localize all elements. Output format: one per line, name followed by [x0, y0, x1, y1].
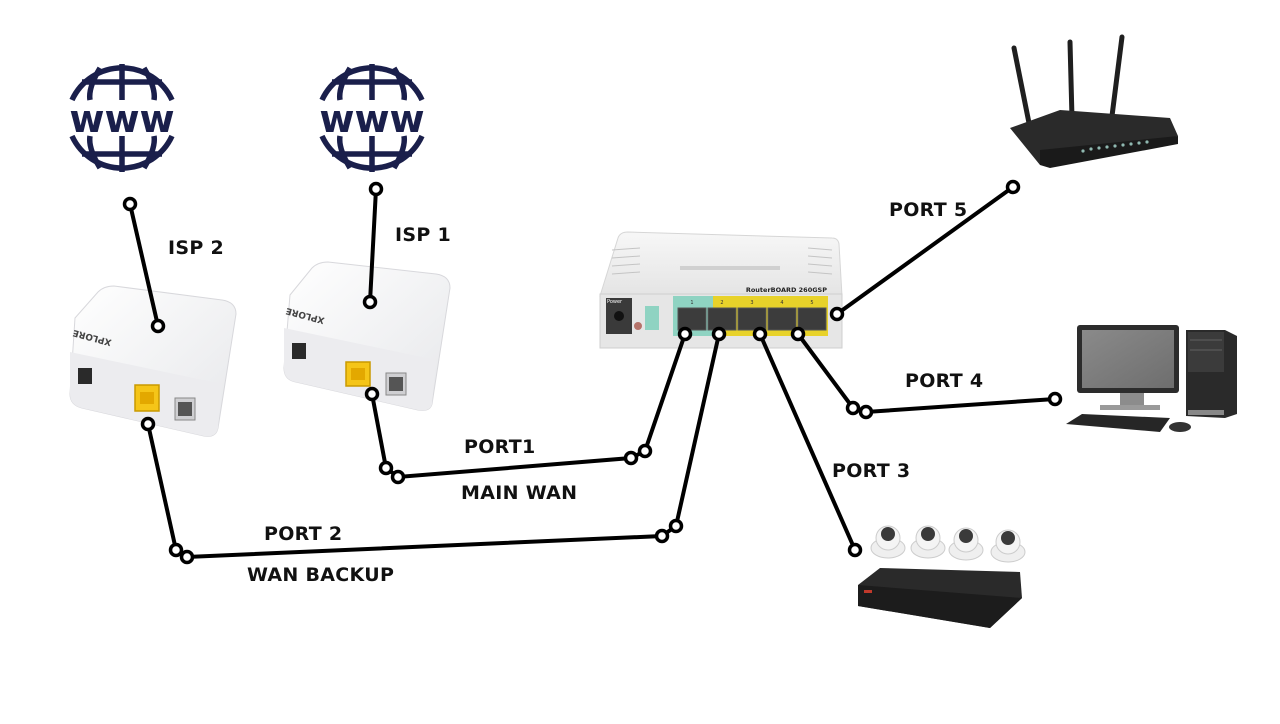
link-port1-main-wan [370, 332, 687, 480]
onu-modem-icon: XPLORE [69, 285, 237, 437]
connector-dot [122, 196, 138, 212]
port-number: 2 [720, 300, 723, 306]
connector-dot [677, 326, 693, 342]
connector-dot [790, 326, 806, 342]
port-number: 4 [780, 300, 783, 306]
connector-dot [668, 518, 684, 534]
connector-dot [847, 542, 863, 558]
connector-dot [368, 181, 384, 197]
connector-dot [390, 469, 406, 485]
switch-power-label: Power [607, 299, 623, 305]
desktop-computer-icon [1066, 325, 1237, 432]
port-number: 1 [690, 300, 693, 306]
connector-dot [140, 416, 156, 432]
connector-nodes [122, 179, 1063, 565]
link-port3 [758, 332, 857, 552]
label-port1: PORT1 [464, 436, 536, 458]
label-isp2: ISP 2 [168, 237, 225, 259]
connector-dot [623, 450, 639, 466]
globe-icon: www [69, 64, 175, 172]
label-port3: PORT 3 [832, 460, 911, 482]
link-port5 [835, 185, 1015, 316]
connector-dot [364, 386, 380, 402]
link-isp1 [368, 187, 378, 304]
connector-dot [1047, 391, 1063, 407]
connector-dot [829, 306, 845, 322]
label-wan-backup: WAN BACKUP [247, 564, 395, 586]
connector-dot [637, 443, 653, 459]
port-number: 3 [750, 300, 753, 306]
onu-modem-icon: XPLORE [283, 261, 451, 411]
port-number: 5 [810, 300, 813, 306]
camera-icon [910, 525, 946, 559]
camera-icon [948, 527, 984, 561]
camera-icon [870, 525, 906, 559]
connector-dot [168, 542, 184, 558]
link-isp2 [128, 202, 160, 328]
connector-dot [752, 326, 768, 342]
connector-dot [362, 294, 378, 310]
connector-dot [150, 318, 166, 334]
connector-dot [654, 528, 670, 544]
label-port2: PORT 2 [264, 523, 343, 545]
connector-dot [378, 460, 394, 476]
www-text: www [69, 97, 174, 141]
connector-dot [858, 404, 874, 420]
label-isp1: ISP 1 [395, 224, 452, 246]
router-switch-icon: RouterBOARD 260GSP Power 1 2 3 4 5 [599, 231, 843, 349]
www-text: www [319, 97, 424, 141]
label-port4: PORT 4 [905, 370, 984, 392]
switch-model: RouterBOARD 260GSP [746, 286, 827, 294]
connector-dot [845, 400, 861, 416]
connector-dot [1005, 179, 1021, 195]
wifi-router-icon [1010, 34, 1178, 168]
label-port5: PORT 5 [889, 199, 968, 221]
camera-icon [990, 529, 1026, 563]
connector-dot [179, 549, 195, 565]
cctv-dvr-icon [858, 525, 1026, 628]
globe-icon: www [319, 64, 425, 172]
link-port2-wan-backup [146, 332, 721, 560]
label-main-wan: MAIN WAN [461, 482, 578, 504]
connector-dot [711, 326, 727, 342]
